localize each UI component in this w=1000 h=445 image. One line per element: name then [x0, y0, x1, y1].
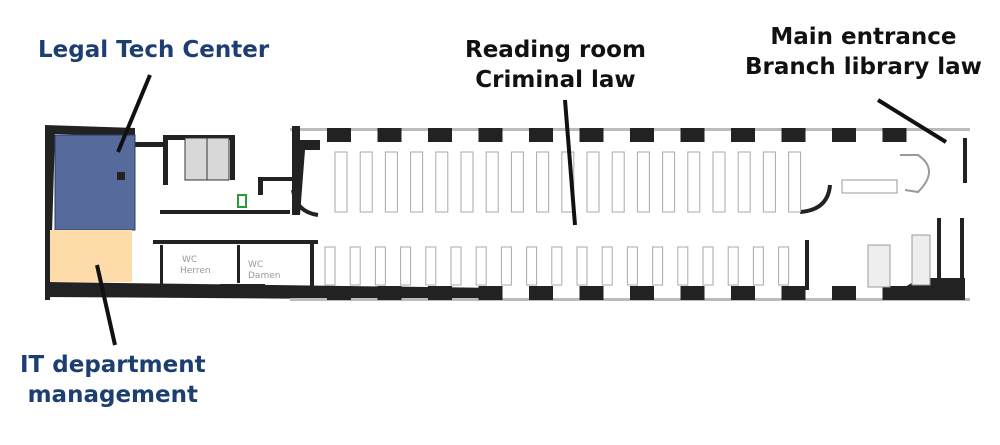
desk-row [510, 151, 524, 213]
desk-row [677, 246, 689, 286]
desk-row [526, 246, 538, 286]
it-department-label: IT department management [20, 350, 206, 410]
elevator [184, 137, 208, 181]
it-label-line1: IT department [20, 352, 206, 378]
pillar [731, 128, 755, 142]
pillar [680, 128, 705, 142]
entrance-label-line1: Main entrance [770, 24, 957, 50]
desk-row [374, 246, 386, 286]
pillar [579, 286, 604, 300]
desk-row [425, 246, 437, 286]
it-department-room [50, 230, 132, 282]
pillar [832, 128, 856, 142]
pillar [832, 286, 856, 300]
pillar [781, 128, 806, 142]
desk-row [536, 151, 550, 213]
table-group [867, 244, 891, 288]
desk-row [626, 246, 638, 286]
desk-row [359, 151, 373, 213]
pillar [529, 128, 553, 142]
pillar [882, 286, 907, 300]
desk-row [788, 151, 802, 213]
exit-sign-icon [237, 194, 247, 208]
pillar [327, 286, 351, 300]
pillar [630, 286, 654, 300]
reading-label-line2: Criminal law [475, 67, 636, 93]
desk-row [727, 246, 739, 286]
desk-row [349, 246, 361, 286]
pillar [428, 128, 452, 142]
desk-row [636, 151, 650, 213]
desk-row [450, 246, 462, 286]
pillar [731, 286, 755, 300]
desk-row [712, 151, 726, 213]
desk-row [752, 246, 764, 286]
desk-row [737, 151, 751, 213]
desk-row [475, 246, 487, 286]
desk-row [460, 151, 474, 213]
pillar [478, 128, 503, 142]
desk-row [662, 151, 676, 213]
it-label-line2: management [27, 382, 198, 408]
pillar [478, 286, 503, 300]
desk-row [410, 151, 424, 213]
pillar [579, 128, 604, 142]
pillar [529, 286, 553, 300]
reading-room-label: Reading room Criminal law [465, 35, 646, 95]
desk-row [400, 246, 412, 286]
pillar [377, 128, 402, 142]
pillar [428, 286, 452, 300]
pillar [882, 128, 907, 142]
pointer-lines [95, 74, 948, 346]
desk-row [611, 151, 625, 213]
desk-row [435, 151, 449, 213]
reading-label-line1: Reading room [465, 37, 646, 63]
pillar [327, 128, 351, 142]
elevator [206, 137, 230, 181]
entrance-label-line2: Branch library law [745, 54, 982, 80]
legal-tech-center-room [54, 134, 136, 231]
desk-row [687, 151, 701, 213]
desk-row [576, 246, 588, 286]
pillar [630, 128, 654, 142]
desk-row [324, 246, 336, 286]
pillar [781, 286, 806, 300]
pillar [377, 286, 402, 300]
counter [841, 179, 898, 194]
desk-row [586, 151, 600, 213]
desk-row [652, 246, 664, 286]
legal-tech-center-label: Legal Tech Center [38, 37, 270, 63]
pillar [680, 286, 705, 300]
desk-row [384, 151, 398, 213]
desk-row [702, 246, 714, 286]
desk-row [551, 246, 563, 286]
desk-row [485, 151, 499, 213]
desk-row [334, 151, 348, 213]
table-group [911, 234, 931, 286]
desk-row [500, 246, 512, 286]
desk-row [601, 246, 613, 286]
desk-row [762, 151, 776, 213]
desk-row [778, 246, 790, 286]
main-entrance-label: Main entrance Branch library law [745, 22, 982, 82]
